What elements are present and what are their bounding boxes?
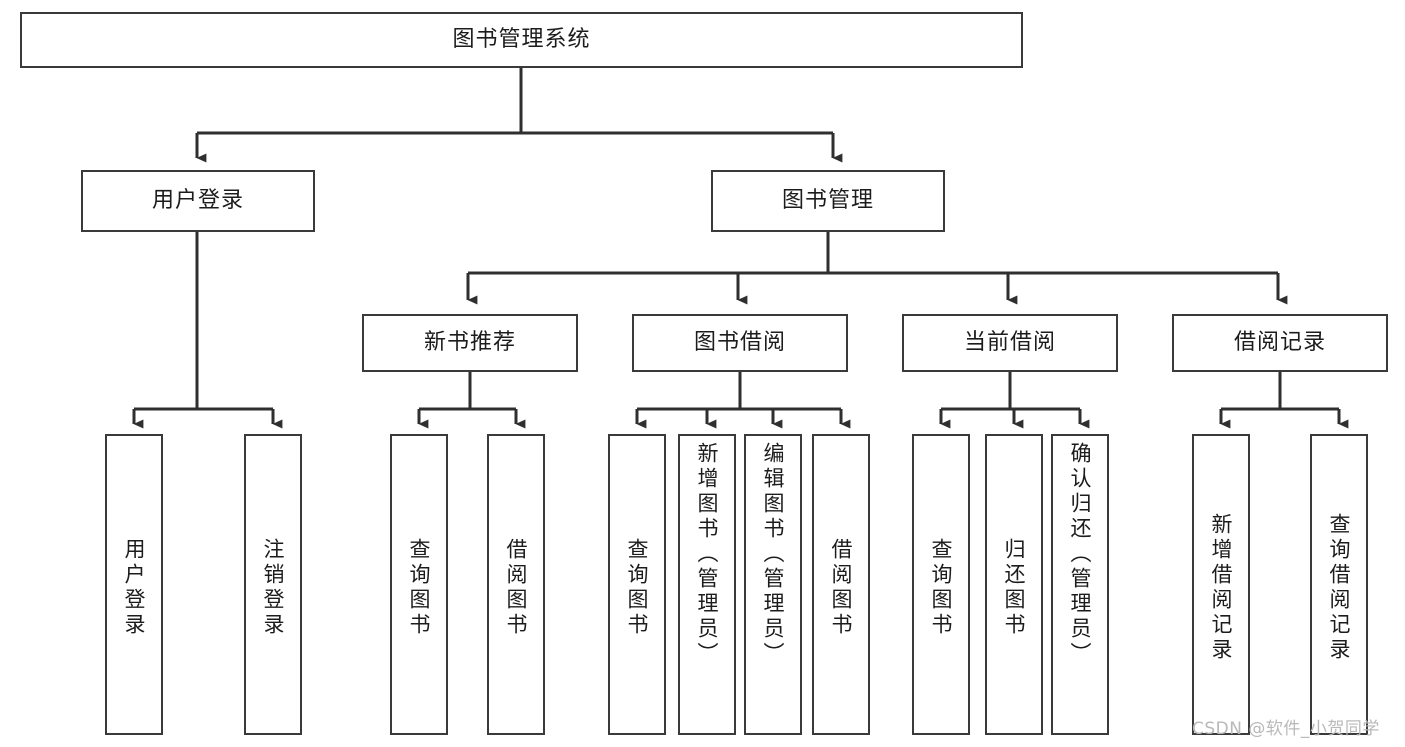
node-leaf-confirm-return[interactable]: 确认归还（管理员） xyxy=(1051,434,1109,735)
node-leaf-user-logout-label: 注销登录 xyxy=(261,537,286,638)
node-leaf-edit-book[interactable]: 编辑图书（管理员） xyxy=(744,434,802,735)
node-leaf-user-login[interactable]: 用户登录 xyxy=(105,434,163,735)
node-leaf-add-record-label: 新增借阅记录 xyxy=(1209,512,1234,663)
node-leaf-user-logout[interactable]: 注销登录 xyxy=(244,434,302,735)
node-leaf-borrow-book-rec-label: 借阅图书 xyxy=(504,537,529,638)
node-leaf-borrow-book-label: 借阅图书 xyxy=(829,537,854,638)
node-leaf-query-book-rec[interactable]: 查询图书 xyxy=(390,434,448,735)
node-leaf-add-book[interactable]: 新增图书（管理员） xyxy=(678,434,736,735)
node-new-book-rec-label: 新书推荐 xyxy=(423,329,516,355)
node-borrow-record-label: 借阅记录 xyxy=(1233,329,1326,355)
edge-root-to-level2 xyxy=(195,68,843,163)
node-leaf-query-book-cur-label: 查询图书 xyxy=(929,537,954,638)
node-leaf-add-book-label: 新增图书（管理员） xyxy=(695,442,720,667)
edge-userlogin-to-leaves xyxy=(132,232,283,429)
node-leaf-edit-book-label: 编辑图书（管理员） xyxy=(761,442,786,667)
node-book-borrow[interactable]: 图书借阅 xyxy=(632,314,848,372)
node-current-borrow-label: 当前借阅 xyxy=(963,329,1056,355)
edge-borrowrecord-to-leaves xyxy=(1219,372,1349,429)
node-leaf-query-book-rec-label: 查询图书 xyxy=(407,537,432,638)
edge-bookmanage-to-level3 xyxy=(466,232,1288,305)
node-book-manage[interactable]: 图书管理 xyxy=(711,170,945,232)
edge-currentborrow-to-leaves xyxy=(939,372,1090,429)
node-leaf-add-record[interactable]: 新增借阅记录 xyxy=(1192,434,1250,735)
node-book-manage-label: 图书管理 xyxy=(781,187,874,213)
node-leaf-borrow-book[interactable]: 借阅图书 xyxy=(812,434,870,735)
node-user-login-label: 用户登录 xyxy=(151,187,244,213)
node-leaf-query-record-label: 查询借阅记录 xyxy=(1327,512,1352,663)
node-leaf-return-book-label: 归还图书 xyxy=(1002,537,1027,638)
node-leaf-query-book-cur[interactable]: 查询图书 xyxy=(912,434,970,735)
node-leaf-return-book[interactable]: 归还图书 xyxy=(985,434,1043,735)
node-root[interactable]: 图书管理系统 xyxy=(20,12,1023,68)
node-new-book-rec[interactable]: 新书推荐 xyxy=(362,314,578,372)
node-book-borrow-label: 图书借阅 xyxy=(693,329,786,355)
node-user-login[interactable]: 用户登录 xyxy=(81,170,315,232)
edge-bookborrow-to-leaves xyxy=(635,372,851,429)
node-leaf-user-login-label: 用户登录 xyxy=(122,537,147,638)
node-root-label: 图书管理系统 xyxy=(452,26,591,52)
node-leaf-query-book-borrow[interactable]: 查询图书 xyxy=(608,434,666,735)
node-borrow-record[interactable]: 借阅记录 xyxy=(1172,314,1388,372)
edge-newbookrec-to-leaves xyxy=(417,372,526,429)
node-leaf-query-book-borrow-label: 查询图书 xyxy=(625,537,650,638)
node-current-borrow[interactable]: 当前借阅 xyxy=(902,314,1118,372)
node-leaf-confirm-return-label: 确认归还（管理员） xyxy=(1068,442,1093,667)
node-leaf-borrow-book-rec[interactable]: 借阅图书 xyxy=(487,434,545,735)
node-leaf-query-record[interactable]: 查询借阅记录 xyxy=(1310,434,1368,735)
